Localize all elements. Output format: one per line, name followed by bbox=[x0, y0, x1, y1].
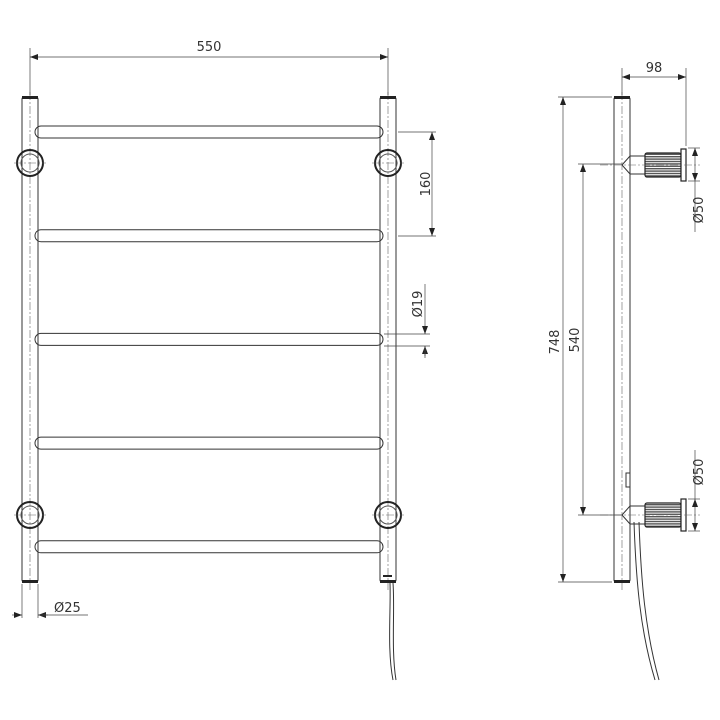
depth-dim-label: 98 bbox=[646, 61, 663, 76]
wall-mount bbox=[600, 148, 700, 182]
towel-bars bbox=[34, 125, 384, 554]
bar-spacing-dimension: 160 bbox=[398, 131, 436, 237]
width-dim-label: 550 bbox=[197, 40, 222, 55]
depth-dimension: 98 bbox=[621, 61, 687, 146]
wall-brackets bbox=[14, 149, 404, 529]
bottom-mount-diameter-dimension: Ø50 bbox=[688, 450, 707, 532]
towel-bar bbox=[34, 540, 384, 554]
height-dim-label: 748 bbox=[548, 330, 563, 355]
towel-bar bbox=[34, 436, 384, 450]
right-rail bbox=[379, 92, 397, 590]
height-dimension: 748 bbox=[548, 96, 612, 583]
towel-bar bbox=[34, 332, 384, 346]
side-view: 98 748 540 Ø50 Ø50 bbox=[548, 61, 707, 681]
mount-spacing-label: 540 bbox=[568, 328, 583, 353]
wall-bracket bbox=[372, 149, 404, 177]
bottom-mount-diameter-label: Ø50 bbox=[692, 459, 707, 486]
rail-diameter-label: Ø25 bbox=[54, 601, 81, 616]
bar-diameter-dimension: Ø19 bbox=[384, 284, 430, 358]
power-cable bbox=[389, 582, 397, 681]
front-view: 550 160 Ø19 Ø25 bbox=[12, 40, 436, 681]
bar-diameter-label: Ø19 bbox=[411, 291, 426, 318]
bar-spacing-label: 160 bbox=[419, 172, 434, 197]
top-mount-diameter-label: Ø50 bbox=[692, 197, 707, 224]
mount-spacing-dimension: 540 bbox=[568, 163, 622, 516]
width-dimension: 550 bbox=[29, 40, 389, 95]
towel-bar bbox=[34, 229, 384, 243]
wall-mount bbox=[600, 498, 700, 532]
top-mount-diameter-dimension: Ø50 bbox=[688, 147, 707, 232]
wall-bracket bbox=[372, 501, 404, 529]
left-rail bbox=[21, 92, 39, 590]
towel-bar bbox=[34, 125, 384, 139]
rail-diameter-dimension: Ø25 bbox=[12, 584, 88, 618]
power-cable-side bbox=[633, 521, 660, 681]
wall-bracket bbox=[14, 501, 46, 529]
wall-bracket bbox=[14, 149, 46, 177]
